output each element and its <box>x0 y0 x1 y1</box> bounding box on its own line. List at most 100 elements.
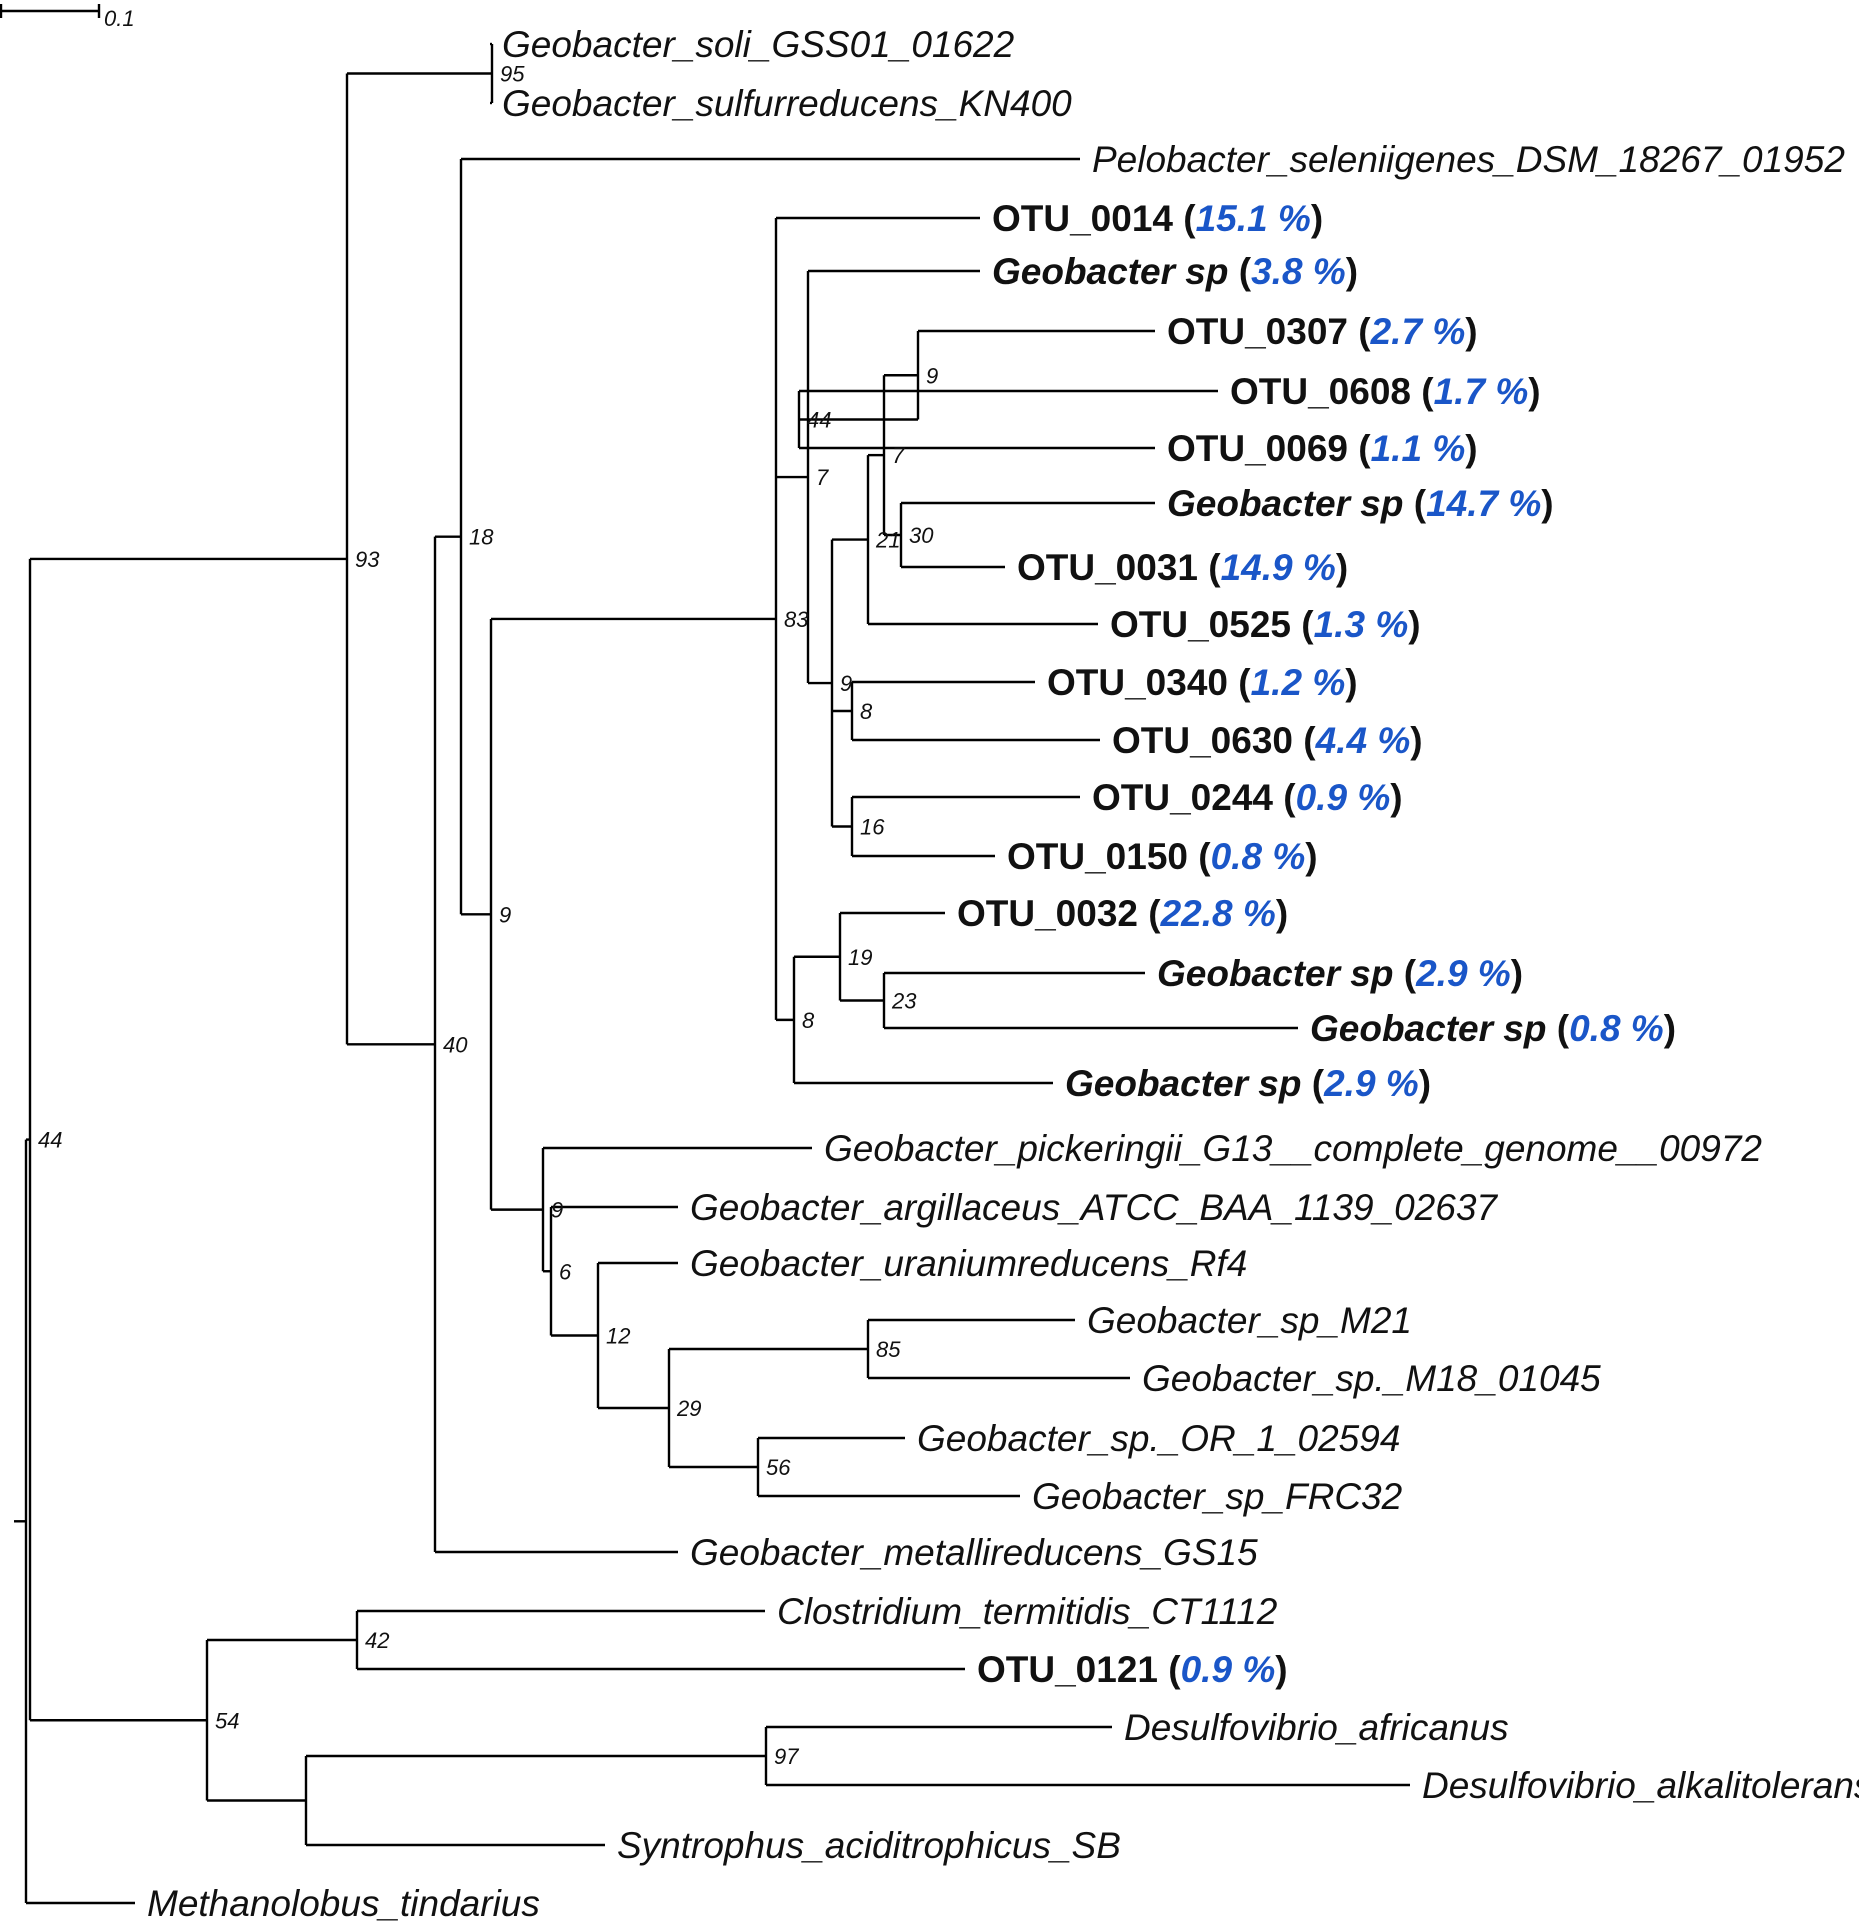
abundance-pct-otu0014: 15.1 % <box>1196 198 1311 239</box>
leaf-label-otu0525: OTU_0525 (1.3 %) <box>1110 604 1421 645</box>
support-value-n6: 6 <box>559 1259 572 1284</box>
abundance-pct-otu0340: 1.2 % <box>1251 662 1346 703</box>
abundance-pct-geo_a: 3.8 % <box>1251 251 1346 292</box>
leaf-label-otu0630: OTU_0630 (4.4 %) <box>1112 720 1423 761</box>
leaf-label-otu0121: OTU_0121 (0.9 %) <box>977 1649 1288 1690</box>
abundance-pct-otu0608: 1.7 % <box>1434 371 1529 412</box>
leaf-label-pelobacter: Pelobacter_seleniigenes_DSM_18267_01952 <box>1092 139 1845 180</box>
leaf-label-or1: Geobacter_sp._OR_1_02594 <box>917 1418 1400 1459</box>
leaf-label-m21: Geobacter_sp_M21 <box>1087 1300 1412 1341</box>
support-value-n12: 12 <box>606 1324 630 1349</box>
support-value-n54: 54 <box>215 1708 239 1733</box>
scale-bar-label: 0.1 <box>104 6 135 31</box>
leaf-name-otu0069: OTU_0069 <box>1167 428 1348 469</box>
support-value-n19: 19 <box>848 945 872 970</box>
support-value-n29: 29 <box>676 1396 701 1421</box>
support-value-n56: 56 <box>766 1455 791 1480</box>
support-value-n85: 85 <box>876 1337 901 1362</box>
leaf-name-otu0307: OTU_0307 <box>1167 311 1348 352</box>
leaf-label-sulfurreducens: Geobacter_sulfurreducens_KN400 <box>502 83 1072 124</box>
leaf-label-otu0150: OTU_0150 (0.8 %) <box>1007 836 1318 877</box>
leaf-label-uraniumreducens: Geobacter_uraniumreducens_Rf4 <box>690 1243 1247 1284</box>
leaf-label-metallireducens: Geobacter_metallireducens_GS15 <box>690 1532 1258 1573</box>
support-value-n9a: 9 <box>926 363 938 388</box>
support-value-n18: 18 <box>469 525 494 550</box>
support-value-n83: 83 <box>784 607 809 632</box>
support-value-n23: 23 <box>891 989 917 1014</box>
leaf-label-soli: Geobacter_soli_GSS01_01622 <box>502 24 1015 65</box>
abundance-pct-otu0069: 1.1 % <box>1371 428 1466 469</box>
leaf-name-geo_c: Geobacter sp <box>1157 953 1393 994</box>
support-value-n7b: 7 <box>892 443 905 468</box>
leaf-name-geo_a: Geobacter sp <box>992 251 1228 292</box>
support-value-n40: 40 <box>443 1032 468 1057</box>
leaf-label-otu0307: OTU_0307 (2.7 %) <box>1167 311 1478 352</box>
abundance-pct-otu0121: 0.9 % <box>1181 1649 1276 1690</box>
abundance-pct-geo_d: 0.8 % <box>1569 1008 1664 1049</box>
support-value-n9d: 9 <box>551 1198 563 1223</box>
support-value-n9b: 9 <box>840 671 852 696</box>
support-value-n44a: 44 <box>807 408 831 433</box>
leaf-label-geo_a: Geobacter sp (3.8 %) <box>992 251 1358 292</box>
leaf-label-frc32: Geobacter_sp_FRC32 <box>1032 1476 1403 1517</box>
leaf-labels: Geobacter_soli_GSS01_01622Geobacter_sulf… <box>147 24 1859 1924</box>
leaf-name-otu0525: OTU_0525 <box>1110 604 1291 645</box>
leaf-label-otu0014: OTU_0014 (15.1 %) <box>992 198 1323 239</box>
leaf-label-otu0069: OTU_0069 (1.1 %) <box>1167 428 1478 469</box>
abundance-pct-otu0244: 0.9 % <box>1296 777 1391 818</box>
leaf-label-otu0244: OTU_0244 (0.9 %) <box>1092 777 1403 818</box>
tree-branches <box>14 42 1410 1905</box>
support-value-n44b: 44 <box>38 1128 62 1153</box>
leaf-label-alkalitolerans: Desulfovibrio_alkalitolerans <box>1422 1765 1859 1806</box>
abundance-pct-geo_c: 2.9 % <box>1415 953 1511 994</box>
leaf-label-geo_c: Geobacter sp (2.9 %) <box>1157 953 1523 994</box>
leaf-label-geo_d: Geobacter sp (0.8 %) <box>1310 1008 1676 1049</box>
leaf-label-geo_e: Geobacter sp (2.9 %) <box>1065 1063 1431 1104</box>
leaf-name-otu0150: OTU_0150 <box>1007 836 1188 877</box>
abundance-pct-otu0150: 0.8 % <box>1211 836 1306 877</box>
leaf-name-geo_e: Geobacter sp <box>1065 1063 1301 1104</box>
leaf-name-otu0630: OTU_0630 <box>1112 720 1293 761</box>
support-value-n8c: 8 <box>802 1008 815 1033</box>
leaf-label-argillaceus: Geobacter_argillaceus_ATCC_BAA_1139_0263… <box>690 1187 1498 1228</box>
abundance-pct-otu0031: 14.9 % <box>1221 547 1336 588</box>
leaf-name-otu0340: OTU_0340 <box>1047 662 1228 703</box>
support-value-n97: 97 <box>774 1744 799 1769</box>
leaf-label-otu0032: OTU_0032 (22.8 %) <box>957 893 1288 934</box>
leaf-label-clostridium: Clostridium_termitidis_CT1112 <box>777 1591 1278 1632</box>
support-value-n9c: 9 <box>499 902 511 927</box>
leaf-label-otu0608: OTU_0608 (1.7 %) <box>1230 371 1541 412</box>
support-value-n30: 30 <box>909 523 934 548</box>
leaf-name-otu0121: OTU_0121 <box>977 1649 1158 1690</box>
leaf-label-pickeringii: Geobacter_pickeringii_G13__complete_geno… <box>824 1128 1762 1169</box>
support-value-n93: 93 <box>355 547 380 572</box>
leaf-name-otu0244: OTU_0244 <box>1092 777 1273 818</box>
leaf-label-methanolobus: Methanolobus_tindarius <box>147 1883 540 1924</box>
support-value-n21: 21 <box>875 528 900 553</box>
leaf-label-otu0031: OTU_0031 (14.9 %) <box>1017 547 1348 588</box>
leaf-name-geo_d: Geobacter sp <box>1310 1008 1546 1049</box>
abundance-pct-otu0525: 1.3 % <box>1314 604 1409 645</box>
support-value-n7a: 7 <box>816 465 829 490</box>
leaf-name-otu0031: OTU_0031 <box>1017 547 1198 588</box>
support-value-n16: 16 <box>860 815 885 840</box>
leaf-label-otu0340: OTU_0340 (1.2 %) <box>1047 662 1358 703</box>
support-value-n95: 95 <box>500 62 525 87</box>
leaf-name-geo_b: Geobacter sp <box>1167 483 1403 524</box>
leaf-name-otu0032: OTU_0032 <box>957 893 1138 934</box>
leaf-label-africanus: Desulfovibrio_africanus <box>1124 1707 1509 1748</box>
leaf-label-syntrophus: Syntrophus_aciditrophicus_SB <box>617 1825 1121 1866</box>
leaf-name-otu0014: OTU_0014 <box>992 198 1173 239</box>
support-values: 9544930721816972319883855629126991840934… <box>38 62 938 1770</box>
support-value-n8b: 8 <box>860 699 873 724</box>
abundance-pct-otu0307: 2.7 % <box>1370 311 1466 352</box>
leaf-name-otu0608: OTU_0608 <box>1230 371 1411 412</box>
support-value-n42: 42 <box>365 1628 389 1653</box>
leaf-label-geo_b: Geobacter sp (14.7 %) <box>1167 483 1554 524</box>
abundance-pct-geo_b: 14.7 % <box>1426 483 1541 524</box>
abundance-pct-otu0630: 4.4 % <box>1315 720 1411 761</box>
scale-bar: 0.1 <box>0 4 135 31</box>
leaf-label-m18: Geobacter_sp._M18_01045 <box>1142 1358 1601 1399</box>
abundance-pct-geo_e: 2.9 % <box>1323 1063 1419 1104</box>
